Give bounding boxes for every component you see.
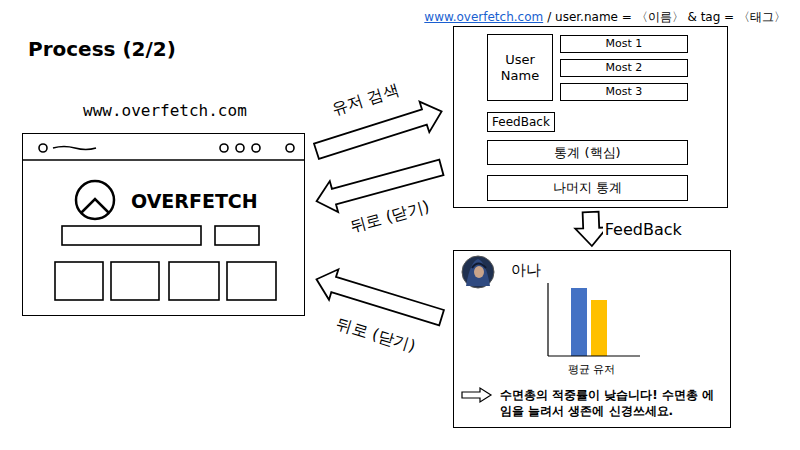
feedback-panel: 아나평균 유저수면총의 적중률이 낮습니다! 수면총 에임을 늘려서 생존에 신… bbox=[453, 250, 731, 428]
hint-arrow bbox=[462, 388, 491, 402]
bar-player bbox=[571, 288, 587, 356]
window-dot bbox=[39, 144, 47, 152]
edge-label: 뒤로 (닫기) bbox=[346, 196, 434, 239]
edge-label: 유저 검색 bbox=[328, 79, 404, 121]
window-dot bbox=[252, 144, 260, 152]
browser-window: www.overfetch.comOVERFETCH bbox=[22, 133, 305, 316]
titlebar-line bbox=[22, 159, 305, 161]
url-link: www.overfetch.com bbox=[424, 10, 543, 24]
card-box bbox=[55, 262, 103, 300]
result-page: User Name Most 1 Most 2 Most 3 FeedBack 통계 (핵… bbox=[453, 26, 728, 208]
hero-avatar bbox=[462, 256, 494, 288]
window-dot bbox=[286, 144, 294, 152]
url-params: / user.name = 〈이름〉 & tag = 〈태그〉 bbox=[547, 10, 786, 24]
card-box bbox=[169, 262, 219, 300]
window-dot bbox=[236, 144, 244, 152]
address-stroke bbox=[53, 147, 96, 150]
box-label: Most 3 bbox=[606, 85, 643, 99]
box-label: Most 1 bbox=[606, 37, 643, 51]
edge-label: FeedBack bbox=[603, 220, 684, 239]
logo-icon bbox=[76, 181, 114, 219]
search-bar bbox=[62, 226, 201, 245]
most-box: Most 1 bbox=[560, 35, 688, 53]
other-stats-box: 나머지 통계 bbox=[487, 175, 688, 201]
bar-average bbox=[591, 300, 607, 356]
chart-axis bbox=[548, 355, 640, 356]
logo-text: OVERFETCH bbox=[131, 190, 258, 212]
user-name-box: User Name bbox=[487, 34, 553, 101]
site-url: www.overfetch.com bbox=[83, 101, 247, 120]
box-label: Most 2 bbox=[606, 61, 643, 75]
core-stats-box: 통계 (핵심) bbox=[487, 140, 688, 165]
search-button bbox=[215, 226, 259, 245]
box-label: 통계 (핵심) bbox=[554, 145, 620, 161]
diagram-title: Process (2/2) bbox=[28, 37, 176, 61]
window-dot bbox=[220, 144, 228, 152]
bar-chart bbox=[548, 283, 640, 356]
edge-label: 뒤로 (닫기) bbox=[332, 313, 420, 358]
box-label: FeedBack bbox=[492, 115, 550, 130]
card-box bbox=[111, 262, 159, 300]
logo-chevron bbox=[81, 199, 109, 213]
box-label: 나머지 통계 bbox=[553, 180, 622, 196]
chart-axis bbox=[547, 283, 548, 356]
feedback-message: 수면총의 적중률이 낮습니다! 수면총 에임을 늘려서 생존에 신경쓰세요. bbox=[500, 387, 725, 419]
url-line: www.overfetch.com / user.name = 〈이름〉 & ta… bbox=[424, 6, 790, 26]
box-label: User Name bbox=[491, 52, 549, 84]
most-box: Most 3 bbox=[560, 83, 688, 101]
feedback-button: FeedBack bbox=[487, 112, 555, 132]
axis-label: 평균 유저 bbox=[568, 363, 616, 377]
hero-name: 아나 bbox=[511, 261, 541, 280]
most-box: Most 2 bbox=[560, 59, 688, 77]
card-box bbox=[227, 262, 276, 300]
